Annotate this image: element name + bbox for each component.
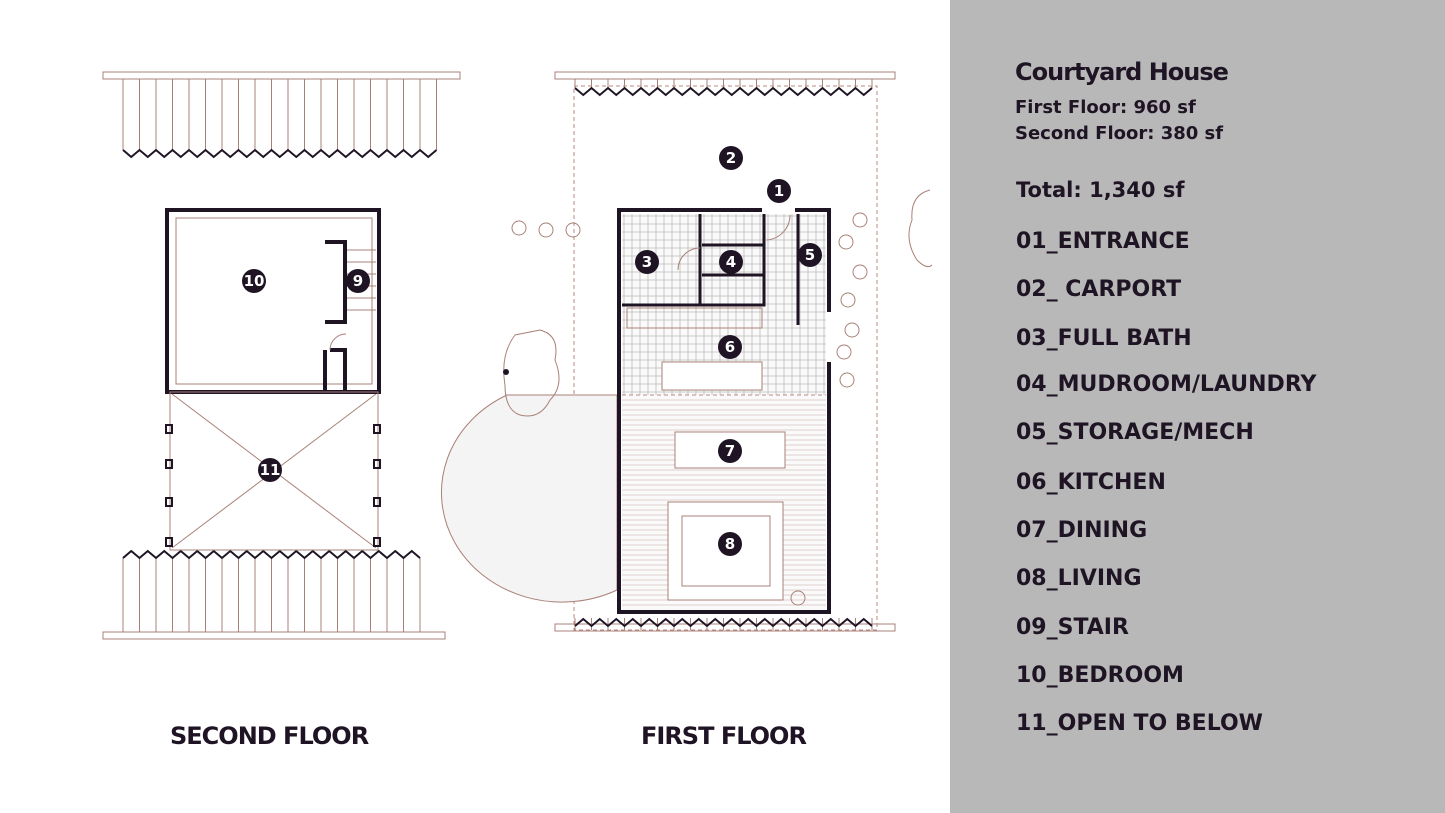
project-title: Courtyard House (1015, 58, 1229, 86)
exterior-walls (617, 208, 831, 614)
legend-item: 11_OPEN TO BELOW (1016, 711, 1263, 736)
marker-9: 9 (346, 269, 370, 293)
first-floor-title: FIRST FLOOR (641, 722, 807, 750)
door-swing (329, 333, 347, 351)
legend-item: 10_BEDROOM (1016, 663, 1184, 688)
svg-text:9: 9 (353, 272, 363, 290)
second-floor-plan: 10 9 11 (165, 208, 381, 551)
marker-11: 11 (258, 458, 282, 482)
legend-item: 06_KITCHEN (1016, 470, 1166, 495)
legend-item: 03_FULL BATH (1016, 326, 1192, 351)
kitchen-counter (626, 307, 763, 329)
marker-2: 2 (719, 146, 743, 170)
rug (681, 515, 771, 587)
kitchen-island (661, 361, 763, 391)
svg-text:3: 3 (642, 253, 652, 271)
marker-5: 5 (798, 243, 822, 267)
svg-text:6: 6 (725, 338, 735, 356)
carport-boundary (573, 85, 878, 631)
fence-zigzag (574, 617, 873, 628)
first-floor-plan: 1 2 3 4 5 6 7 8 (441, 85, 933, 631)
legend-item: 02_ CARPORT (1016, 277, 1182, 302)
marker-10: 10 (242, 269, 266, 293)
svg-text:10: 10 (244, 272, 265, 290)
fence-rail (554, 71, 896, 80)
fences (102, 71, 896, 640)
bedroom-walls (165, 208, 381, 394)
marker-8: 8 (718, 532, 742, 556)
fence-zigzag (122, 549, 421, 560)
total-area: Total: 1,340 sf (1016, 178, 1185, 202)
legend-item: 05_STORAGE/MECH (1016, 420, 1254, 445)
marker-3: 3 (635, 250, 659, 274)
first-floor-area: First Floor: 960 sf (1015, 97, 1196, 118)
svg-text:1: 1 (774, 182, 784, 200)
legend-item: 09_STAIR (1016, 615, 1129, 640)
interior-walls (622, 214, 800, 325)
legend-item: 01_ENTRANCE (1016, 229, 1190, 254)
svg-text:7: 7 (725, 442, 735, 460)
legend-item: 08_LIVING (1016, 566, 1142, 591)
svg-text:8: 8 (725, 535, 735, 553)
marker-1: 1 (767, 179, 791, 203)
open-to-below-area (169, 391, 379, 551)
floor-plans-drawing: 10 9 11 1 2 3 4 5 6 7 8 (102, 71, 933, 640)
door-swings (677, 214, 791, 271)
bedroom-inner (175, 217, 373, 385)
stair-walls (323, 240, 347, 390)
patio (441, 394, 618, 603)
marker-6: 6 (718, 335, 742, 359)
fence-rail (102, 631, 446, 640)
svg-text:4: 4 (726, 253, 736, 271)
second-floor-area: Second Floor: 380 sf (1015, 123, 1224, 144)
legend-item: 07_DINING (1016, 518, 1148, 543)
side-table (790, 590, 806, 606)
second-floor-title: SECOND FLOOR (170, 722, 369, 750)
trees (503, 189, 933, 417)
svg-text:2: 2 (726, 149, 736, 167)
marker-7: 7 (718, 439, 742, 463)
svg-text:11: 11 (260, 461, 281, 479)
svg-text:5: 5 (805, 246, 815, 264)
legend-item: 04_MUDROOM/LAUNDRY (1016, 372, 1317, 397)
fence-zigzag (574, 86, 873, 97)
marker-4: 4 (719, 250, 743, 274)
info-panel: Courtyard House First Floor: 960 sf Seco… (950, 0, 1445, 813)
fence-zigzag (122, 148, 438, 159)
fence-rail (102, 71, 461, 80)
